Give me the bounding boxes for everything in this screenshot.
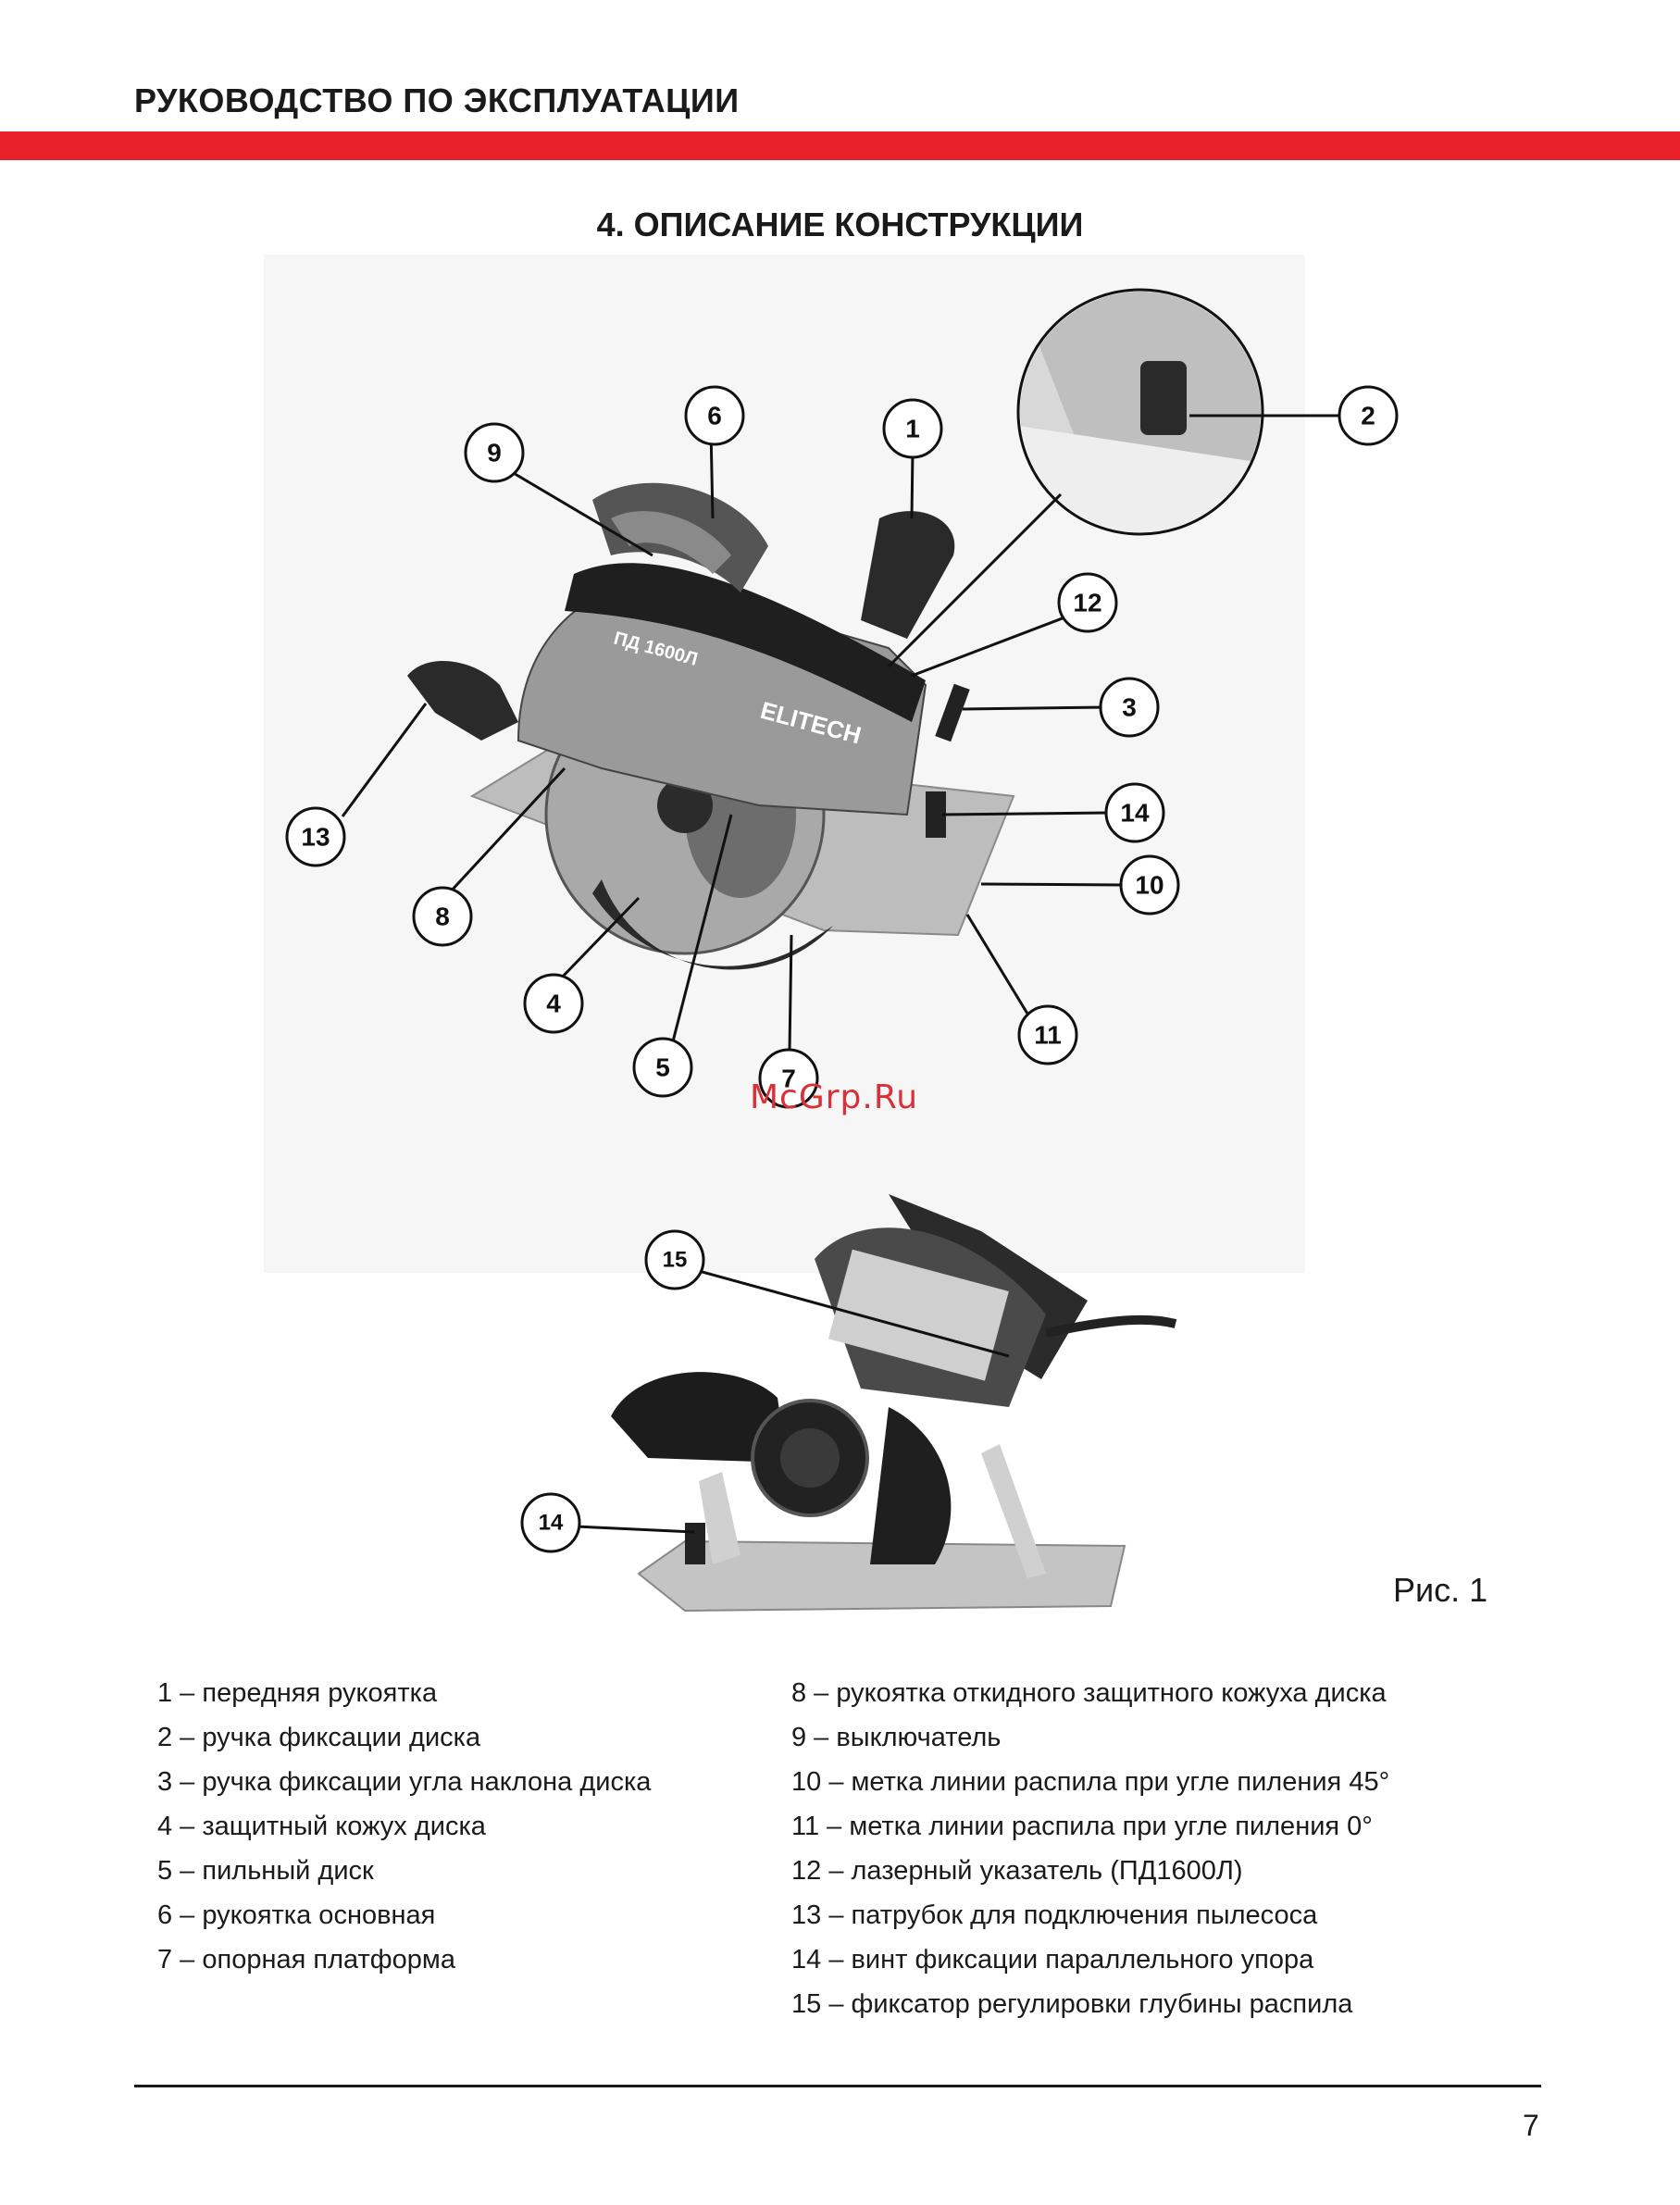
callout-13: 13: [285, 806, 346, 867]
legend-item: 15 – фиксатор регулировки глубины распил…: [791, 1989, 1353, 2019]
svg-text:14: 14: [539, 1511, 564, 1536]
svg-text:3: 3: [1122, 693, 1137, 722]
svg-text:5: 5: [655, 1053, 670, 1082]
svg-text:7: 7: [781, 1065, 796, 1093]
legend-item: 2 – ручка фиксации диска: [157, 1723, 481, 1752]
legend-item: 13 – патрубок для подключения пылесоса: [791, 1900, 1318, 1930]
legend-item: 3 – ручка фиксации угла наклона диска: [157, 1767, 652, 1797]
svg-text:6: 6: [707, 402, 722, 430]
watermark-text: McGrp.Ru: [750, 1078, 919, 1116]
figure-caption: Рис. 1: [1393, 1571, 1488, 1609]
legend-item: 5 – пильный диск: [157, 1856, 374, 1886]
legend-item: 1 – передняя рукоятка: [157, 1678, 438, 1708]
callout-7: 7: [758, 1048, 819, 1109]
callout-14: 14: [1104, 782, 1165, 843]
legend-item: 7 – опорная платформа: [157, 1945, 455, 1975]
callout-5: 5: [632, 1037, 693, 1098]
parts-legend-left: 1 – передняя рукоятка 2 – ручка фиксации…: [157, 1671, 651, 1982]
section-title: 4. ОПИСАНИЕ КОНСТРУКЦИИ: [596, 206, 1084, 243]
svg-text:1: 1: [905, 415, 920, 443]
svg-text:13: 13: [301, 823, 330, 852]
page-number: 7: [1523, 2109, 1539, 2142]
legend-item: 9 – выключатель: [791, 1723, 1002, 1752]
callout-1: 1: [882, 398, 943, 459]
document-header-title: РУКОВОДСТВО ПО ЭКСПЛУАТАЦИИ: [134, 81, 740, 119]
legend-item: 4 – защитный кожух диска: [157, 1812, 486, 1841]
legend-item: 14 – винт фиксации параллельного упора: [791, 1945, 1314, 1975]
callout-14-side: 14: [520, 1492, 581, 1553]
callout-15: 15: [644, 1229, 705, 1290]
svg-text:10: 10: [1135, 871, 1164, 900]
saw-top-view-illustration: ПД 1600Л ELITECH: [407, 482, 1015, 970]
callout-8: 8: [412, 886, 473, 947]
legend-item: 12 – лазерный указатель (ПД1600Л): [791, 1856, 1243, 1886]
callout-11: 11: [1017, 1004, 1078, 1065]
callout-4: 4: [523, 973, 584, 1034]
callout-leader-lines: [341, 414, 1357, 1534]
callout-12: 12: [1057, 572, 1118, 633]
callout-6: 6: [684, 385, 745, 446]
saw-side-view-illustration: [611, 1194, 1177, 1613]
circular-saw-figure: ПД 1600Л ELITECH: [285, 288, 1399, 1613]
svg-text:9: 9: [487, 439, 502, 467]
legend-item: 11 – метка линии распила при угле пилени…: [791, 1812, 1373, 1841]
footer-divider: [134, 2085, 1541, 2087]
blade-lock-zoom-inset: [1016, 288, 1264, 536]
callout-2: 2: [1338, 385, 1399, 446]
svg-text:15: 15: [663, 1248, 688, 1273]
parts-legend-right: 8 – рукоятка откидного защитного кожуха …: [791, 1671, 1389, 2026]
legend-item: 8 – рукоятка откидного защитного кожуха …: [791, 1678, 1387, 1708]
header-red-band: [0, 131, 1680, 160]
callout-10: 10: [1119, 854, 1180, 916]
legend-item: 6 – рукоятка основная: [157, 1900, 436, 1930]
svg-text:12: 12: [1073, 589, 1101, 617]
svg-text:8: 8: [435, 903, 450, 931]
callout-3: 3: [1099, 677, 1160, 738]
svg-text:2: 2: [1361, 402, 1375, 430]
svg-text:4: 4: [546, 990, 561, 1018]
callout-9: 9: [464, 422, 525, 483]
svg-text:11: 11: [1034, 1021, 1062, 1050]
svg-text:14: 14: [1120, 799, 1150, 828]
legend-item: 10 – метка линии распила при угле пилени…: [791, 1767, 1390, 1797]
callout-markers: 1 2 3 4 5 6 7 8 9 10 11 12 13 14 15 14: [285, 385, 1399, 1553]
